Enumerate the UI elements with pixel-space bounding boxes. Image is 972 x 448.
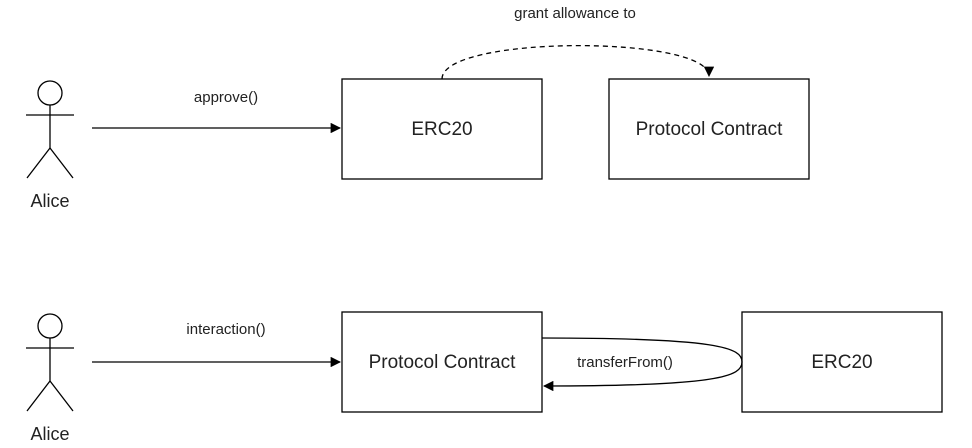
actor-label-bottom: Alice xyxy=(30,424,69,444)
grant-allowance-label: grant allowance to xyxy=(514,5,636,22)
protocol-contract-box-bottom-label: Protocol Contract xyxy=(369,352,517,373)
transferfrom-arrow xyxy=(541,337,743,392)
erc20-box-top-label: ERC20 xyxy=(411,119,472,140)
transferfrom-label: transferFrom() xyxy=(577,354,673,371)
approve-label: approve() xyxy=(194,89,258,106)
protocol-contract-box-top xyxy=(608,78,810,180)
grant-allowance-arrow xyxy=(441,45,715,80)
erc20-box-top xyxy=(341,78,543,180)
actor-label-top: Alice xyxy=(30,191,69,211)
erc20-box-bottom xyxy=(741,311,943,413)
erc20-box-bottom-label: ERC20 xyxy=(811,352,872,373)
protocol-contract-box-top-label: Protocol Contract xyxy=(636,119,784,140)
interaction-label: interaction() xyxy=(186,321,265,338)
actor-alice-top xyxy=(26,80,74,179)
actor-alice-bottom xyxy=(26,313,74,412)
protocol-contract-box-bottom xyxy=(341,311,543,413)
